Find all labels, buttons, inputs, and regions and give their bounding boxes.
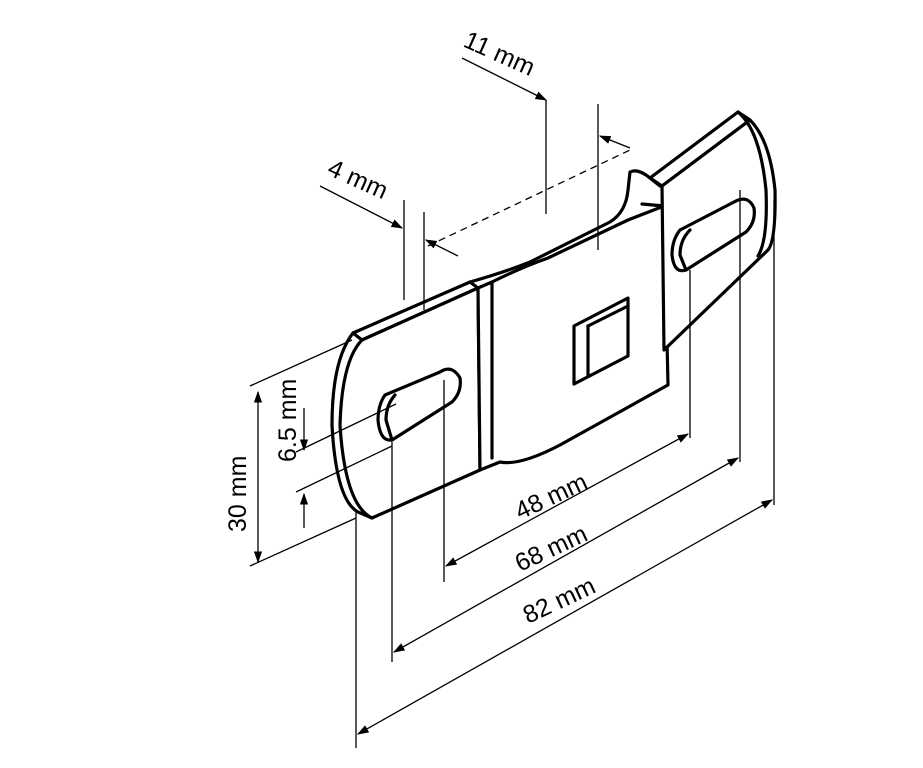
left-flange-side-edge [330,331,374,520]
dim-label-6-5mm: 6.5 mm [274,379,302,462]
dimension-lines [249,57,775,748]
right-flange-side-edge [736,110,768,258]
dim-label-11mm: 11 mm [460,26,540,82]
left-flange-front-face [338,286,482,520]
dim-label-68mm: 68 mm [511,520,592,578]
square-hole [572,296,630,386]
dim-label-48mm: 48 mm [511,468,592,526]
right-slot [670,197,756,273]
bracket-part [330,110,777,520]
dim-label-30mm: 30 mm [224,456,252,532]
dim-label-4mm: 4 mm [324,154,392,205]
center-top-edge [468,169,662,284]
